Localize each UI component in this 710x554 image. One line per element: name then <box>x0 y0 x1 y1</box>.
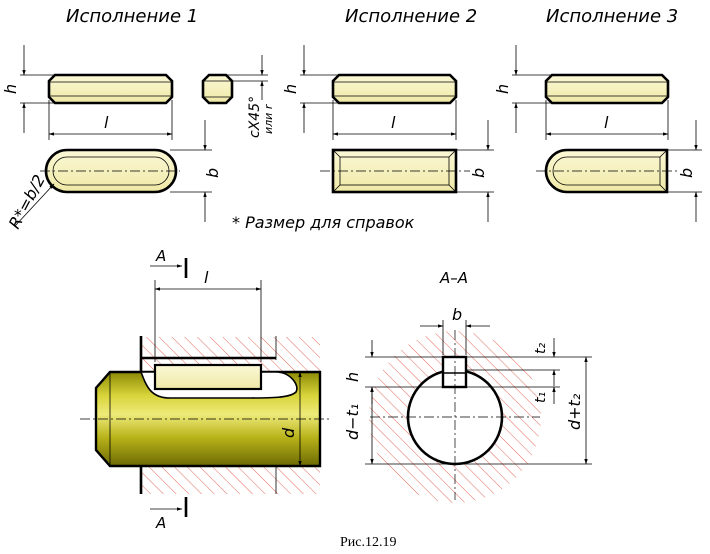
t2-label: t₂ <box>533 343 549 354</box>
d-plus-t2-label: d+t₂ <box>565 393 584 430</box>
v3-b-label: b <box>677 168 696 178</box>
key-cross-section: cX45° или r <box>201 55 275 138</box>
v3-l-label: l <box>604 113 609 132</box>
section-title: A–A <box>439 269 468 287</box>
v2-b-label: b <box>469 168 488 178</box>
radius-label: R*=b/2 <box>5 172 49 232</box>
variant-3-top-view: b <box>536 120 702 222</box>
variant-1-title: Исполнение 1 <box>66 6 198 27</box>
section-mark-bottom: A <box>155 514 166 532</box>
v1-h-label: h <box>1 84 20 94</box>
v2-l-label: l <box>391 113 396 132</box>
figure-caption: Рис.12.19 <box>340 535 397 550</box>
section-b-label: b <box>452 305 462 324</box>
variant-2-front-view: h l <box>281 45 458 140</box>
chamfer-alt-label: или r <box>262 103 275 134</box>
assembly-d-label: d <box>279 427 298 438</box>
chamfer-label: cX45° <box>247 96 263 138</box>
assembly-l-label: l <box>204 268 209 287</box>
section-mark-top: A <box>155 247 166 265</box>
v1-l-label: l <box>104 113 109 132</box>
v2-h-label: h <box>281 84 300 94</box>
v1-b-label: b <box>203 168 222 178</box>
t1-label: t₁ <box>533 392 549 403</box>
v3-h-label: h <box>493 84 512 94</box>
assembly-view: l d A A <box>80 247 330 532</box>
section-h-label: h <box>343 372 362 382</box>
variant-3-title: Исполнение 3 <box>546 6 678 27</box>
variant-1-front-view: h l <box>1 45 174 140</box>
variant-3-front-view: h l <box>493 45 670 140</box>
variant-2-top-view: b <box>320 120 494 222</box>
variant-1-top-view: b R*=b/2 <box>5 120 222 232</box>
section-a-a: A–A b h d−t₁ t₂ t₁ d+t₂ <box>343 269 592 503</box>
d-minus-t1-label: d−t₁ <box>343 404 362 440</box>
reference-note: * Размер для справок <box>232 213 415 232</box>
variant-2-title: Исполнение 2 <box>345 6 477 27</box>
